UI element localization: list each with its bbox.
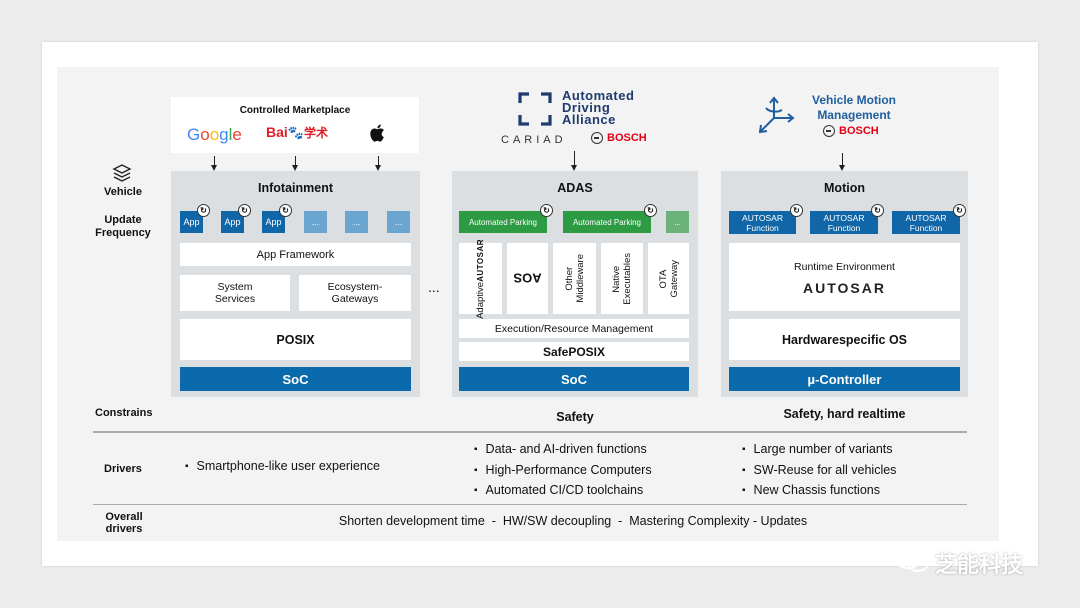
- divider-top: [93, 431, 967, 433]
- baidu-scholar-logo: Bai🐾学术: [266, 124, 328, 140]
- update-frequency-label: Update Frequency: [95, 214, 151, 239]
- automated-parking-tile-2[interactable]: Automated Parking: [563, 211, 651, 233]
- vehicle-label: Vehicle: [104, 186, 142, 198]
- drivers-motion-list: Large number of variants SW-Reuse for al…: [742, 440, 897, 502]
- arrow-google: [211, 156, 217, 171]
- list-item: Large number of variants: [742, 440, 896, 461]
- bosch-logo-vmm: BOSCH: [823, 125, 879, 137]
- adas-title: ADAS: [557, 181, 593, 195]
- vehicle-layers-icon: [112, 163, 132, 185]
- refresh-icon: ↻: [790, 204, 803, 217]
- adaptive-autosar-box: Adaptive AUTOSAR: [459, 239, 502, 318]
- aos-box: AOS: [507, 243, 548, 314]
- refresh-icon: ↻: [644, 204, 657, 217]
- refresh-icon: ↻: [953, 204, 966, 217]
- list-item: New Chassis functions: [742, 481, 896, 502]
- autosar-logo: AUTOSAR: [803, 280, 886, 296]
- autosar-function-tile-2[interactable]: AUTOSAR Function: [810, 211, 878, 234]
- automated-parking-more[interactable]: ...: [666, 211, 689, 233]
- native-executables-box: Native Executables: [601, 243, 643, 314]
- cariad-logo: CARIAD: [501, 134, 567, 146]
- divider-bottom: [93, 504, 967, 505]
- drivers-label: Drivers: [104, 463, 142, 475]
- overall-drivers-text: Shorten development time - HW/SW decoupl…: [338, 514, 808, 528]
- list-item: Automated CI/CD toolchains: [474, 481, 652, 502]
- runtime-environment-box: Runtime Environment AUTOSAR: [729, 243, 960, 311]
- refresh-icon: ↻: [540, 204, 553, 217]
- refresh-icon: ↻: [238, 204, 251, 217]
- app-tile-1[interactable]: App: [180, 211, 203, 233]
- automated-parking-tile-1[interactable]: Automated Parking: [459, 211, 547, 233]
- ada-logo-mark: [518, 92, 552, 126]
- motion-axes-icon: [756, 94, 800, 136]
- posix-box: POSIX: [180, 319, 411, 360]
- app-tile-more-2[interactable]: ...: [345, 211, 368, 233]
- controlled-marketplace-box: Controlled Marketplace Google Bai🐾学术: [171, 97, 419, 153]
- system-services-box: System Services: [180, 275, 290, 311]
- hardwarespecific-os-box: Hardwarespecific OS: [729, 319, 960, 360]
- refresh-icon: ↻: [871, 204, 884, 217]
- app-tile-3[interactable]: App: [262, 211, 285, 233]
- ota-gateway-box: OTA Gateway: [648, 243, 689, 314]
- drivers-adas-list: Data- and AI-driven functions High-Perfo…: [474, 440, 652, 502]
- autosar-function-tile-1[interactable]: AUTOSAR Function: [729, 211, 796, 234]
- adas-soc-box: SoC: [459, 367, 689, 391]
- app-tile-2[interactable]: App: [221, 211, 244, 233]
- list-item: Data- and AI-driven functions: [474, 440, 652, 461]
- overall-drivers-label: Overall drivers: [105, 511, 143, 535]
- bosch-armature-icon: [823, 125, 835, 137]
- motion-constraint: Safety, hard realtime: [783, 407, 906, 421]
- app-framework-box: App Framework: [180, 243, 411, 266]
- list-item: SW-Reuse for all vehicles: [742, 461, 897, 482]
- other-middleware-box: Other Middleware: [553, 243, 596, 314]
- arrow-baidu: [292, 156, 298, 171]
- safeposix-box: SafePOSIX: [459, 342, 689, 361]
- micro-controller-box: µ-Controller: [729, 367, 960, 391]
- drivers-infotainment-list: Smartphone-like user experience: [185, 457, 380, 478]
- google-logo: Google: [187, 125, 242, 144]
- runtime-environment-label: Runtime Environment: [794, 261, 895, 273]
- infotainment-title: Infotainment: [258, 181, 333, 195]
- arrow-adas: [571, 151, 577, 171]
- ecosystem-gateways-box: Ecosystem- Gateways: [299, 275, 411, 311]
- arrow-motion: [839, 153, 845, 171]
- constrains-label: Constrains: [95, 407, 153, 419]
- bosch-logo-ada: BOSCH: [591, 132, 647, 144]
- bosch-armature-icon: [591, 132, 603, 144]
- arrow-apple: [375, 156, 381, 171]
- adas-constraint: Safety: [556, 410, 594, 424]
- motion-title: Motion: [824, 181, 865, 195]
- watermark-text: 芝能科技: [935, 553, 1024, 578]
- refresh-icon: ↻: [279, 204, 292, 217]
- app-tile-more-3[interactable]: ...: [387, 211, 410, 233]
- app-tile-more-1[interactable]: ...: [304, 211, 327, 233]
- marketplace-title: Controlled Marketplace: [239, 104, 351, 116]
- infotainment-soc-box: SoC: [180, 367, 411, 391]
- list-item: Smartphone-like user experience: [185, 457, 380, 478]
- apple-icon: [369, 123, 387, 143]
- execution-resource-box: Execution/Resource Management: [459, 319, 689, 338]
- list-item: High-Performance Computers: [474, 461, 652, 482]
- wechat-icon: [894, 546, 930, 574]
- refresh-icon: ↻: [197, 204, 210, 217]
- autosar-function-tile-3[interactable]: AUTOSAR Function: [892, 211, 960, 234]
- column-gap-ellipsis: ...: [428, 279, 440, 295]
